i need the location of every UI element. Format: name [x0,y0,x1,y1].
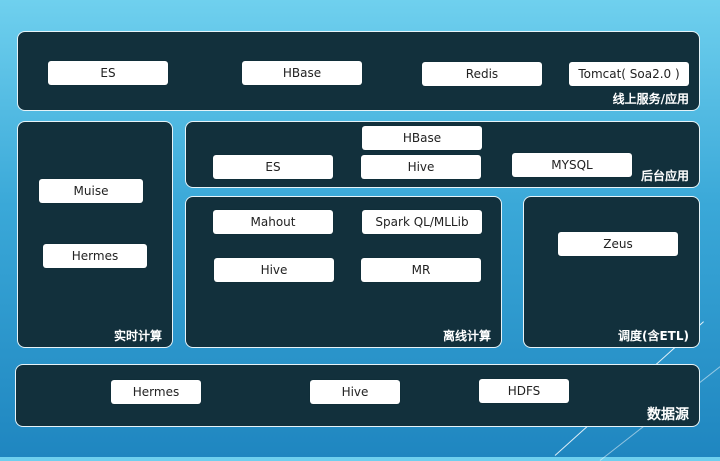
offline-mahout-box: Mahout [213,210,333,234]
datasource-hdfs-box: HDFS [479,379,569,403]
schedule-title: 调度(含ETL) [618,329,689,343]
datasource-hermes-box: Hermes [111,380,201,404]
datasource-hive-box: Hive [310,380,400,404]
realtime-title: 实时计算 [113,329,162,343]
online-hbase-box: HBase [242,61,362,85]
datasource-title: 数据源 [647,407,689,423]
schedule-panel: Zeus 调度(含ETL) [523,196,700,348]
offline-title: 离线计算 [442,329,491,343]
backend-hive-box: Hive [361,155,481,179]
offline-hive-box: Hive [214,258,334,282]
online-services-title: 线上服务/应用 [612,92,689,106]
backend-es-box: ES [213,155,333,179]
online-redis-box: Redis [422,62,542,86]
offline-panel: Mahout Spark QL/MLLib Hive MR 离线计算 [185,196,502,348]
datasource-panel: Hermes Hive HDFS 数据源 [15,364,700,427]
realtime-panel: Muise Hermes 实时计算 [17,121,173,348]
backend-mysql-box: MYSQL [512,153,632,177]
realtime-muise-box: Muise [39,179,143,203]
realtime-hermes-box: Hermes [43,244,147,268]
offline-mr-box: MR [361,258,481,282]
backend-hbase-box: HBase [362,126,482,150]
online-es-box: ES [48,61,168,85]
schedule-zeus-box: Zeus [558,232,678,256]
backend-title: 后台应用 [640,169,689,183]
online-tomcat-box: Tomcat( Soa2.0 ) [569,62,689,86]
online-services-panel: ES HBase Redis Tomcat( Soa2.0 ) 线上服务/应用 [17,31,700,111]
offline-spark-box: Spark QL/MLLib [362,210,482,234]
backend-panel: HBase ES Hive MYSQL 后台应用 [185,121,700,188]
